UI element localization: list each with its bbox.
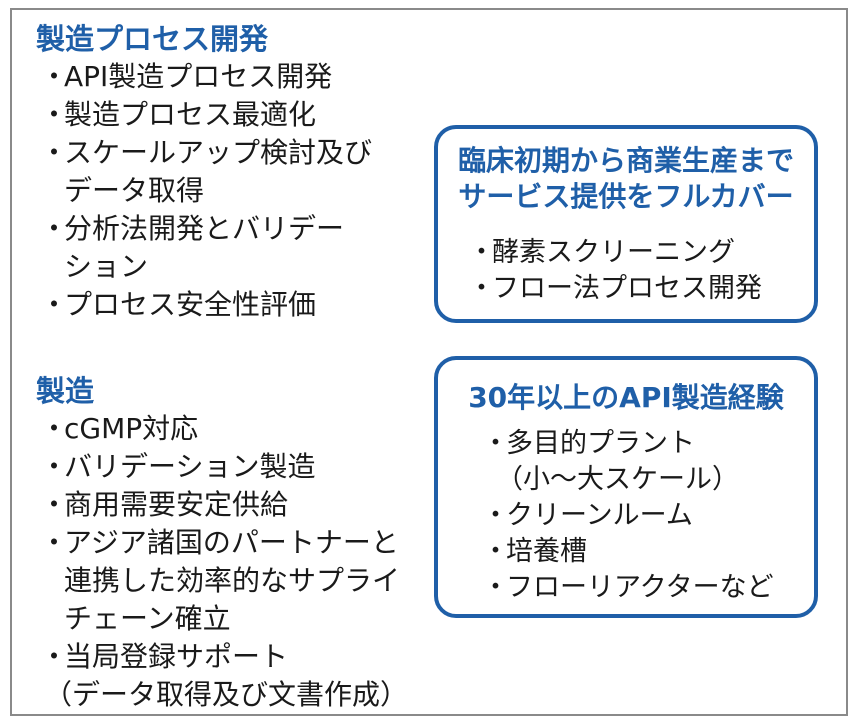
outer-frame <box>10 8 848 716</box>
list-item-text: バリデーション製造 <box>64 450 316 483</box>
bullet: ・ <box>40 488 69 521</box>
list-item-text-continued: チェーン確立 <box>64 602 231 635</box>
list-item-text: スケールアップ検討及び <box>64 136 373 169</box>
manufacturing-list: ・ cGMP対応 ・ バリデーション製造 ・ 商用需要安定供給 ・ アジア諸国の… <box>36 410 408 714</box>
coverage-box-list: ・ 酵素スクリーニング ・ フロー法プロセス開発 <box>464 235 762 307</box>
bullet: ・ <box>40 450 69 483</box>
list-item-text-continued: （データ取得及び文書作成） <box>44 678 409 711</box>
list-item-text-continued: ション <box>64 250 149 283</box>
list-item: ・ 当局登録サポート （データ取得及び文書作成） <box>36 638 408 714</box>
list-item: ・ フロー法プロセス開発 <box>464 271 762 307</box>
bullet: ・ <box>40 212 69 245</box>
process-dev-heading: 製造プロセス開発 <box>36 22 269 56</box>
bullet: ・ <box>468 273 495 304</box>
coverage-box-title-line1: 臨床初期から商業生産まで <box>457 144 794 177</box>
list-item: ・ 多目的プラント （小〜大スケール） <box>478 426 774 498</box>
coverage-box-title-line2: サービス提供をフルカバー <box>458 180 794 213</box>
list-item-text: フロー法プロセス開発 <box>492 273 762 304</box>
list-item: ・ クリーンルーム <box>478 498 774 534</box>
list-item-text: 商用需要安定供給 <box>64 488 289 521</box>
list-item: ・ cGMP対応 <box>36 410 408 448</box>
experience-box-title: 30年以上のAPI製造経験 <box>468 381 784 414</box>
list-item: ・ 培養槽 <box>478 534 774 570</box>
list-item-text-continued: （小〜大スケール） <box>496 464 739 495</box>
manufacturing-heading: 製造 <box>36 374 95 408</box>
bullet: ・ <box>482 572 509 603</box>
list-item: ・ スケールアップ検討及び データ取得 <box>36 134 372 210</box>
list-item: ・ アジア諸国のパートナーと 連携した効率的なサプライ チェーン確立 <box>36 524 408 638</box>
experience-box: 30年以上のAPI製造経験 ・ 多目的プラント （小〜大スケール） ・ クリーン… <box>434 356 818 618</box>
list-item-text-continued: データ取得 <box>64 174 205 207</box>
list-item-text: プロセス安全性評価 <box>64 288 317 321</box>
bullet: ・ <box>482 500 509 531</box>
list-item-text: 酵素スクリーニング <box>492 237 735 268</box>
process-dev-list: ・ API製造プロセス開発 ・ 製造プロセス最適化 ・ スケールアップ検討及び … <box>36 58 372 324</box>
list-item: ・ 商用需要安定供給 <box>36 486 408 524</box>
bullet: ・ <box>482 536 509 567</box>
list-item: ・ API製造プロセス開発 <box>36 58 372 96</box>
list-item: ・ バリデーション製造 <box>36 448 408 486</box>
bullet: ・ <box>40 98 69 131</box>
list-item-text: 製造プロセス最適化 <box>64 98 317 131</box>
coverage-box: 臨床初期から商業生産まで サービス提供をフルカバー ・ 酵素スクリーニング ・ … <box>434 125 818 323</box>
list-item-text: クリーンルーム <box>506 500 693 531</box>
list-item-text-continued: 連携した効率的なサプライ <box>64 564 401 597</box>
list-item: ・ 酵素スクリーニング <box>464 235 762 271</box>
bullet: ・ <box>40 412 69 445</box>
list-item: ・ 製造プロセス最適化 <box>36 96 372 134</box>
bullet: ・ <box>40 60 69 93</box>
list-item-text: 多目的プラント <box>506 428 695 459</box>
list-item-text: cGMP対応 <box>64 412 199 445</box>
bullet: ・ <box>482 428 509 459</box>
list-item: ・ 分析法開発とバリデー ション <box>36 210 372 286</box>
list-item-text: フローリアクターなど <box>506 572 774 603</box>
list-item: ・ フローリアクターなど <box>478 570 774 606</box>
list-item-text: 培養槽 <box>506 536 587 567</box>
bullet: ・ <box>40 640 69 673</box>
list-item: ・ プロセス安全性評価 <box>36 286 372 324</box>
bullet: ・ <box>468 237 495 268</box>
list-item-text: API製造プロセス開発 <box>64 60 333 93</box>
experience-box-list: ・ 多目的プラント （小〜大スケール） ・ クリーンルーム ・ 培養槽 ・ フロ… <box>478 426 774 606</box>
list-item-text: アジア諸国のパートナーと <box>64 526 399 559</box>
bullet: ・ <box>40 288 69 321</box>
list-item-text: 分析法開発とバリデー <box>64 212 345 245</box>
bullet: ・ <box>40 526 69 559</box>
bullet: ・ <box>40 136 69 169</box>
list-item-text: 当局登録サポート <box>64 640 289 673</box>
